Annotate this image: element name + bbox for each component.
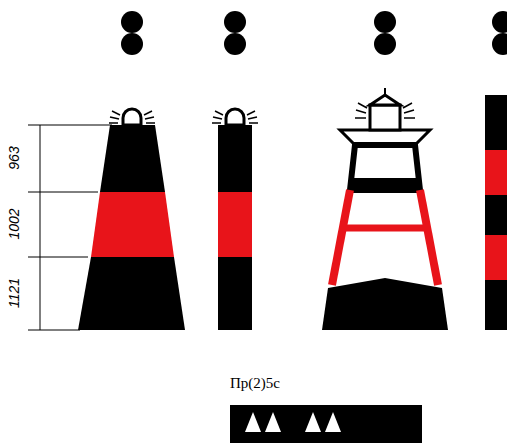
dimension-value: 1121 xyxy=(7,276,21,310)
conical-buoy xyxy=(78,109,185,330)
dimension-value: 1002 xyxy=(7,206,21,241)
topmark xyxy=(121,11,507,55)
spar-buoy-partial xyxy=(485,95,507,330)
dimension-value: 963 xyxy=(7,144,21,171)
light-rhythm-bar xyxy=(230,405,422,443)
light-character: Пр(2)5с xyxy=(230,376,280,391)
spar-buoy xyxy=(212,109,258,330)
lattice-buoy xyxy=(322,88,448,330)
